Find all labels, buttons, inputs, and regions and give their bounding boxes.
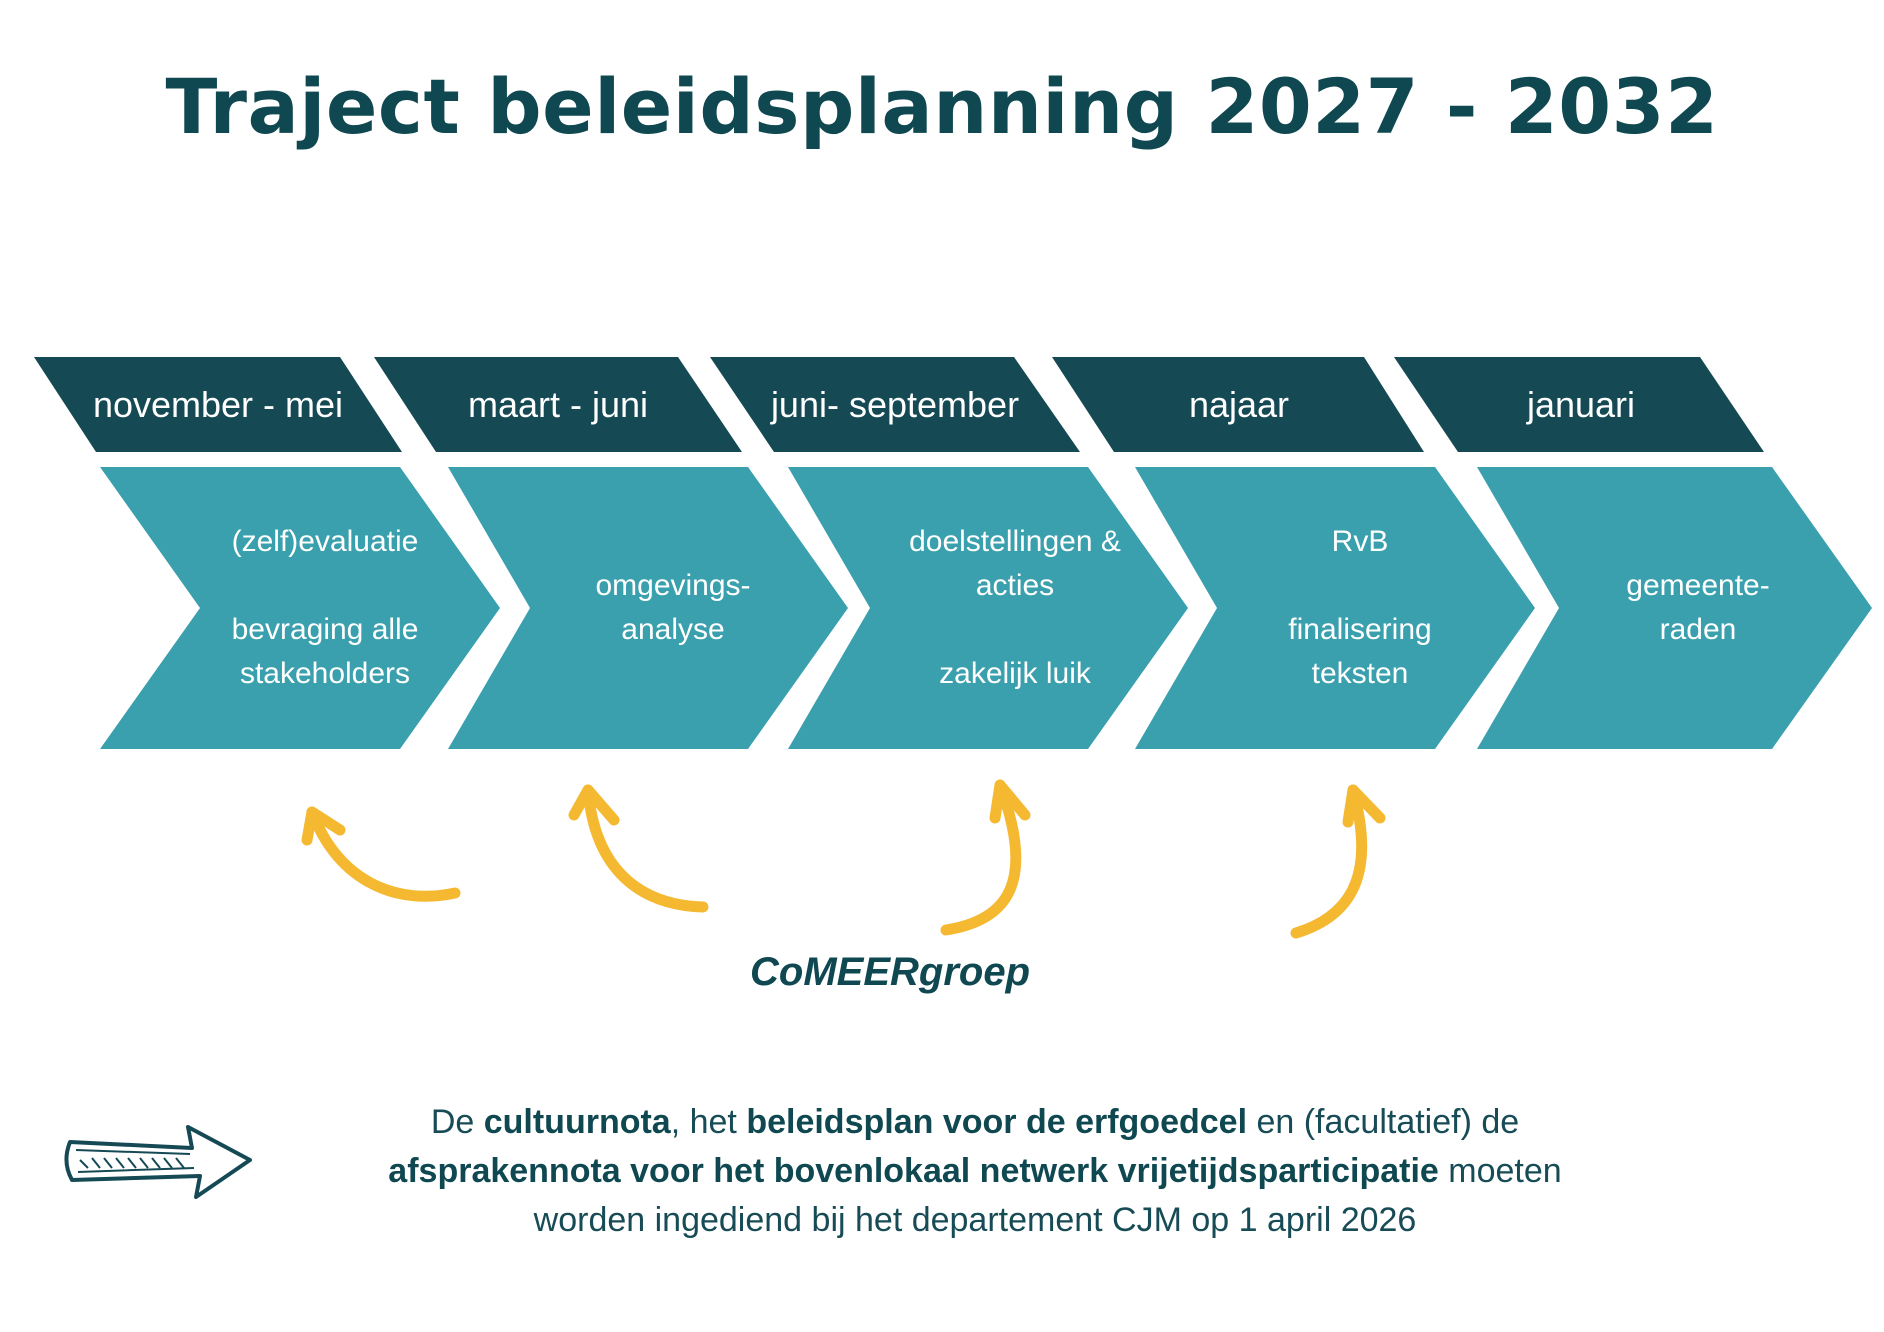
step-chevron-1 <box>100 467 500 749</box>
step-line: zakelijk luik <box>939 657 1091 690</box>
step-line: (zelf)evaluatie <box>231 525 419 558</box>
period-banner-3 <box>710 357 1080 452</box>
step-text-4: RvB finalisering teksten <box>1230 520 1490 696</box>
step-chevron-4 <box>1135 467 1535 749</box>
period-label-1: november - mei <box>92 384 344 425</box>
step-line: finalisering <box>1288 613 1432 646</box>
period-banner-5 <box>1394 357 1764 452</box>
period-label-3: juni- september <box>770 384 1020 425</box>
step-line: omgevings- <box>595 569 751 602</box>
period-banner-1 <box>34 357 402 452</box>
step-line: bevraging alle <box>231 613 419 646</box>
participation-label: CoMEERgroep <box>750 950 1030 994</box>
period-banner-2 <box>374 357 742 452</box>
step-chevron-3 <box>788 467 1188 749</box>
step-line: raden <box>1659 613 1737 646</box>
page-title: Traject beleidsplanning 2027 - 2032 <box>165 62 1719 151</box>
step-line: stakeholders <box>239 657 411 690</box>
step-line: analyse <box>621 613 725 646</box>
period-label-4: najaar <box>1188 384 1290 425</box>
step-line: gemeente- <box>1626 569 1770 602</box>
step-line: acties <box>975 569 1055 602</box>
hand-drawn-arrow-icon <box>64 1125 252 1199</box>
curved-arrow-icon <box>1290 784 1386 939</box>
step-chevron-2 <box>448 467 848 749</box>
step-text-2: omgevings- analyse <box>538 564 808 652</box>
step-line: teksten <box>1311 657 1409 690</box>
curved-arrow-icon <box>940 779 1031 936</box>
step-chevron-5 <box>1477 467 1872 749</box>
curved-arrow-icon <box>568 784 709 913</box>
step-line: RvB <box>1331 525 1389 558</box>
step-text-3: doelstellingen & acties zakelijk luik <box>870 520 1160 696</box>
period-label-2: maart - juni <box>467 384 649 425</box>
curved-arrow-icon <box>301 806 461 902</box>
period-banner-4 <box>1052 357 1424 452</box>
step-text-1: (zelf)evaluatie bevraging alle stakehold… <box>195 520 455 696</box>
submission-note: De cultuurnota, het beleidsplan voor de … <box>388 1103 1562 1239</box>
step-line: doelstellingen & <box>909 525 1121 558</box>
period-label-5: januari <box>1526 384 1636 425</box>
step-text-5: gemeente- raden <box>1568 564 1828 652</box>
